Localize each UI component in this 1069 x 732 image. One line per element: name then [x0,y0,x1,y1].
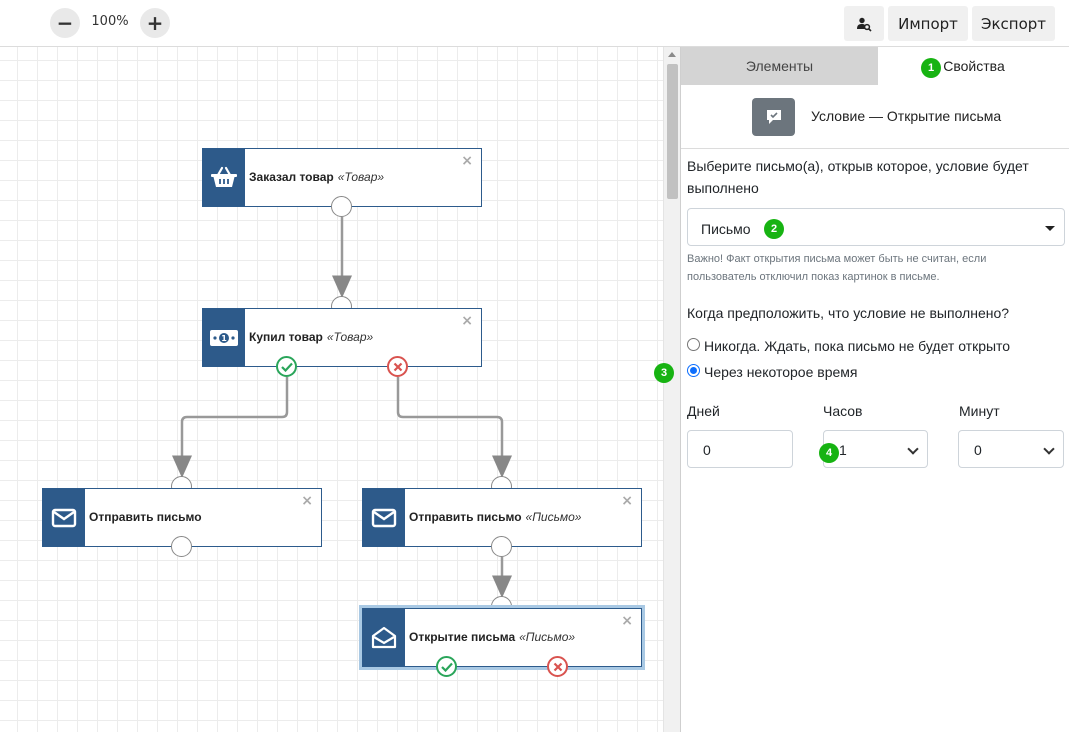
condition-icon [752,98,795,136]
failure-port-icon[interactable] [547,656,568,677]
close-icon[interactable]: × [461,313,473,329]
step-badge-3: 3 [654,363,674,383]
output-port[interactable] [331,196,352,217]
node-title: Открытие письма«Письмо» [409,630,576,644]
step-badge-2: 2 [764,219,784,239]
close-icon[interactable]: × [621,493,633,509]
caret-down-icon [1045,226,1055,231]
workflow-canvas[interactable]: Заказал товар«Товар» × 1 Купил товар«Тов… [0,47,663,732]
chevron-down-icon [1043,443,1055,455]
connector-line [396,377,512,478]
node-title: Заказал товар«Товар» [249,170,385,184]
days-value: 0 [703,442,711,458]
select-prompt-line1: Выберите письмо(а), открыв которое, усло… [687,158,1029,174]
svg-text:1: 1 [221,334,227,343]
output-port[interactable] [491,536,512,557]
radio-never[interactable] [687,338,700,351]
failure-port-icon[interactable] [387,356,408,377]
note-line1: Важно! Факт открытия письма может быть н… [687,253,987,265]
node-title: Отправить письмо«Письмо» [409,510,582,524]
letter-select-value: Письмо [701,221,751,237]
scroll-up-arrow-icon[interactable] [668,52,676,57]
envelope-icon [363,489,405,546]
select-prompt-line2: выполнено [687,180,759,196]
note-line2: пользователь отключил показ картинок в п… [687,271,940,283]
zoom-out-button[interactable]: − [50,8,80,38]
radio-never-label[interactable]: Никогда. Ждать, пока письмо не будет отк… [704,338,1011,354]
basket-icon [203,149,245,206]
hours-select[interactable]: 1 [823,430,928,468]
envelope-open-icon [363,609,405,666]
success-port-icon[interactable] [276,356,297,377]
node-bought-product[interactable]: 1 Купил товар«Товар» × [202,308,482,367]
canvas-scrollbar[interactable] [663,47,680,732]
chevron-down-icon [907,443,919,455]
scrollbar-thumb[interactable] [667,64,678,199]
minutes-label: Минут [959,403,1000,419]
envelope-icon [43,489,85,546]
hours-value: 1 [839,442,847,458]
condition-question: Когда предположить, что условие не выпол… [687,305,1010,321]
zoom-level: 100% [91,14,129,29]
divider [681,148,1069,149]
tab-properties-label: Свойства [943,58,1005,74]
node-title: Купил товар«Товар» [249,330,374,344]
minutes-select[interactable]: 0 [958,430,1064,468]
money-icon: 1 [203,309,245,366]
tab-elements[interactable]: Элементы [681,47,878,85]
radio-after-time-label[interactable]: Через некоторое время [704,364,858,380]
top-toolbar: − 100% + Импорт Экспорт [0,0,1069,47]
close-icon[interactable]: × [461,153,473,169]
letter-select[interactable]: Письмо [687,208,1065,246]
days-input[interactable]: 0 [687,430,793,468]
user-search-icon [857,17,872,32]
hours-label: Часов [823,403,863,419]
step-badge-1: 1 [921,58,941,78]
connectors [172,217,512,598]
connector-line [172,377,289,478]
export-button[interactable]: Экспорт [972,6,1055,41]
node-ordered-product[interactable]: Заказал товар«Товар» × [202,148,482,207]
condition-title: Условие — Открытие письма [811,108,1002,124]
radio-after-time[interactable] [687,364,700,377]
success-port-icon[interactable] [436,656,457,677]
import-button[interactable]: Импорт [888,6,968,41]
close-icon[interactable]: × [621,613,633,629]
zoom-in-button[interactable]: + [140,8,170,38]
tab-properties[interactable]: Свойства [878,47,1069,85]
minutes-value: 0 [974,442,982,458]
output-port[interactable] [171,536,192,557]
node-letter-opened[interactable]: Открытие письма«Письмо» × [359,605,645,670]
step-badge-4: 4 [819,443,839,463]
user-search-button[interactable] [844,6,884,41]
node-title: Отправить письмо [89,510,202,524]
properties-panel: Элементы Свойства 1 Условие — Открытие п… [654,47,1069,732]
plus-icon: + [146,11,164,35]
days-label: Дней [687,403,720,419]
minus-icon: − [56,11,74,35]
close-icon[interactable]: × [301,493,313,509]
